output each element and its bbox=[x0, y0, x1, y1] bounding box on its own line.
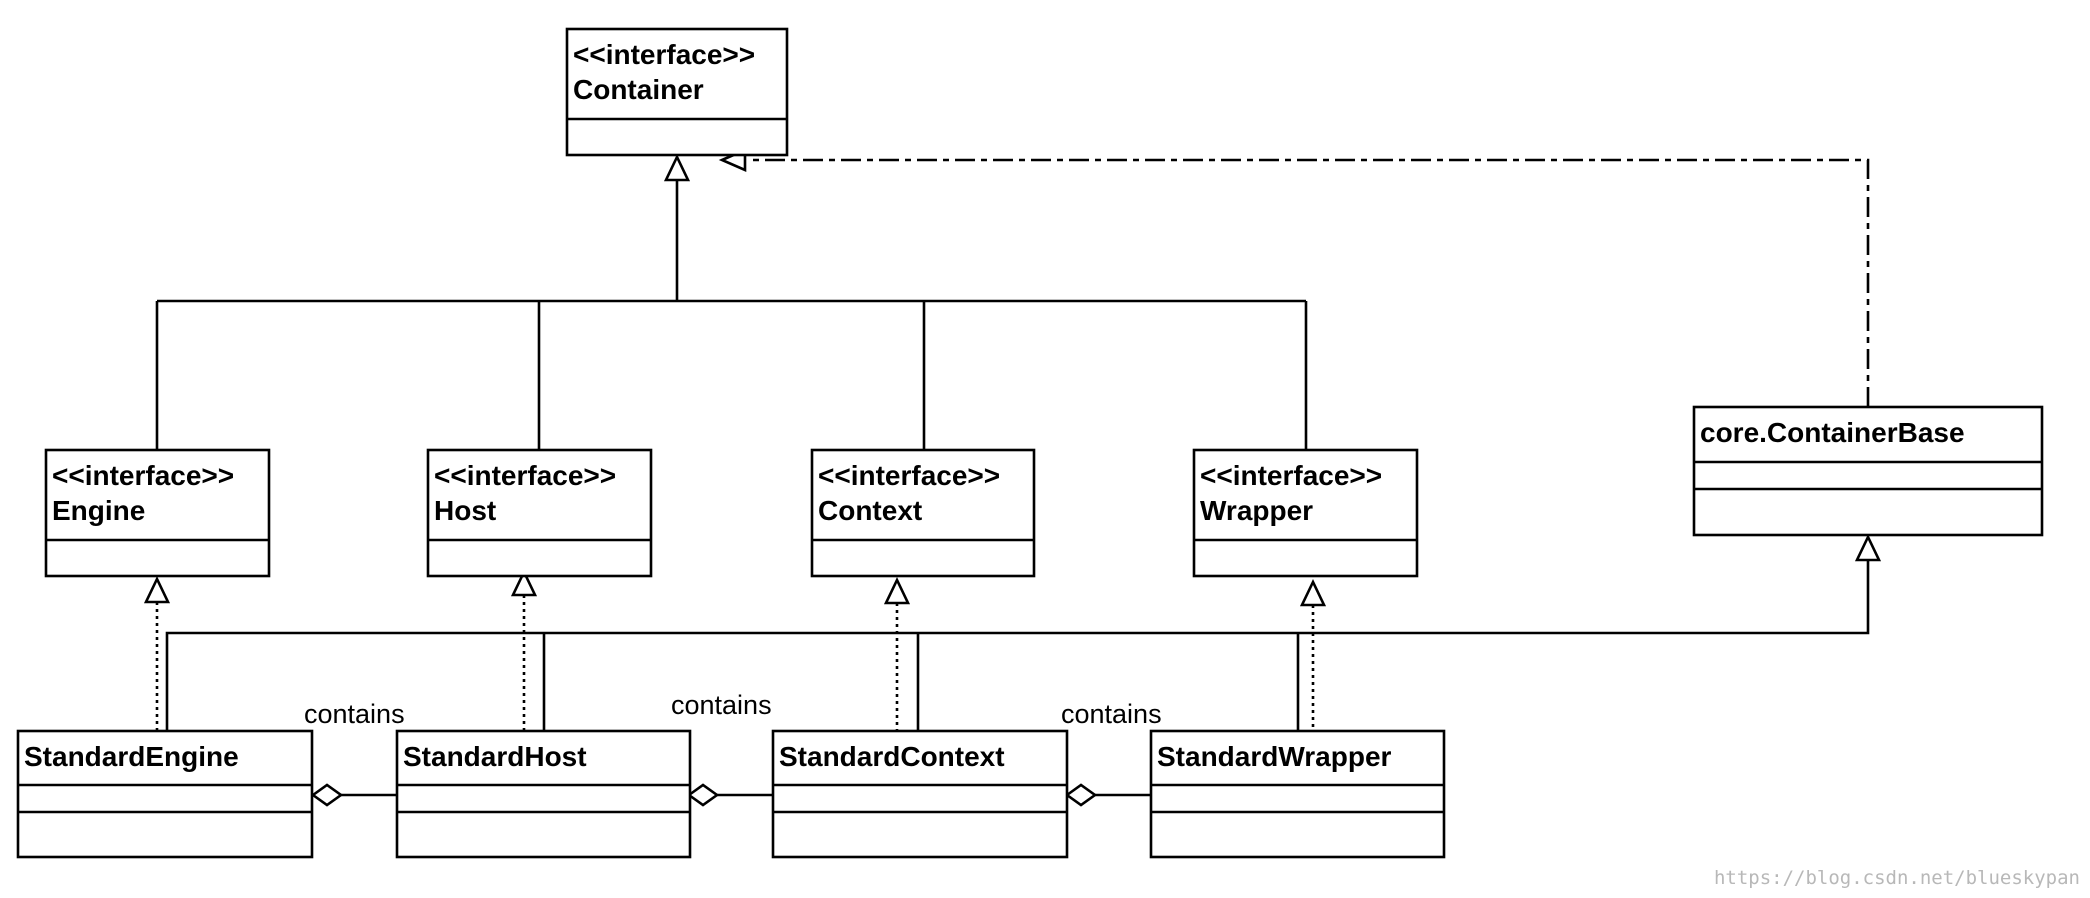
class-name: StandardContext bbox=[779, 741, 1005, 772]
engine-aggregation-diamond bbox=[310, 783, 344, 807]
class-standardengine[interactable]: StandardEngine bbox=[16, 729, 314, 859]
class-name: StandardHost bbox=[403, 741, 587, 772]
class-name: core.ContainerBase bbox=[1700, 417, 1965, 448]
containerbase-realization-edge bbox=[718, 148, 1870, 407]
class-standardhost[interactable]: StandardHost bbox=[395, 729, 692, 859]
context-realization-arrow bbox=[883, 576, 911, 605]
container-generalization-arrow bbox=[663, 153, 691, 182]
context-wrapper-association-label: contains bbox=[1061, 699, 1162, 729]
interface-realization-edges bbox=[143, 568, 1327, 731]
stereotype-label: <<interface>> bbox=[434, 460, 616, 491]
interface-generalization-edges bbox=[155, 153, 1308, 450]
host-aggregation-diamond bbox=[686, 783, 720, 807]
context-aggregation-diamond bbox=[1064, 783, 1098, 807]
engine-realization-arrow bbox=[143, 575, 171, 604]
class-name: StandardEngine bbox=[24, 741, 239, 772]
stereotype-label: <<interface>> bbox=[818, 460, 1000, 491]
wrapper-realization-arrow bbox=[1299, 578, 1327, 607]
class-standardwrapper[interactable]: StandardWrapper bbox=[1149, 729, 1446, 859]
class-engine[interactable]: <<interface>> Engine bbox=[44, 448, 271, 578]
stereotype-label: <<interface>> bbox=[52, 460, 234, 491]
class-name: Host bbox=[434, 495, 496, 526]
containerbase-generalization-arrow bbox=[1854, 533, 1882, 562]
engine-host-association-label: contains bbox=[304, 699, 405, 729]
stereotype-label: <<interface>> bbox=[573, 39, 755, 70]
class-name: Context bbox=[818, 495, 922, 526]
host-realization-arrow bbox=[510, 568, 538, 597]
class-wrapper[interactable]: <<interface>> Wrapper bbox=[1192, 448, 1419, 578]
aggregation-edges: contains contains contains bbox=[304, 690, 1162, 807]
host-context-association-label: contains bbox=[671, 690, 772, 720]
class-context[interactable]: <<interface>> Context bbox=[810, 448, 1036, 578]
stereotype-label: <<interface>> bbox=[1200, 460, 1382, 491]
class-name: Engine bbox=[52, 495, 145, 526]
containerbase-generalization-edges bbox=[165, 533, 1882, 731]
class-container[interactable]: <<interface>> Container bbox=[565, 27, 789, 157]
class-standardcontext[interactable]: StandardContext bbox=[771, 729, 1069, 859]
class-containerbase[interactable]: core.ContainerBase bbox=[1692, 405, 2044, 537]
class-name: Wrapper bbox=[1200, 495, 1313, 526]
containerbase-realization-line bbox=[748, 158, 1870, 407]
class-name: Container bbox=[573, 74, 704, 105]
class-name: StandardWrapper bbox=[1157, 741, 1392, 772]
watermark-text: https://blog.csdn.net/blueskypan bbox=[1714, 867, 2080, 889]
class-host[interactable]: <<interface>> Host bbox=[426, 448, 653, 578]
containerbase-bus-line bbox=[165, 560, 1870, 731]
